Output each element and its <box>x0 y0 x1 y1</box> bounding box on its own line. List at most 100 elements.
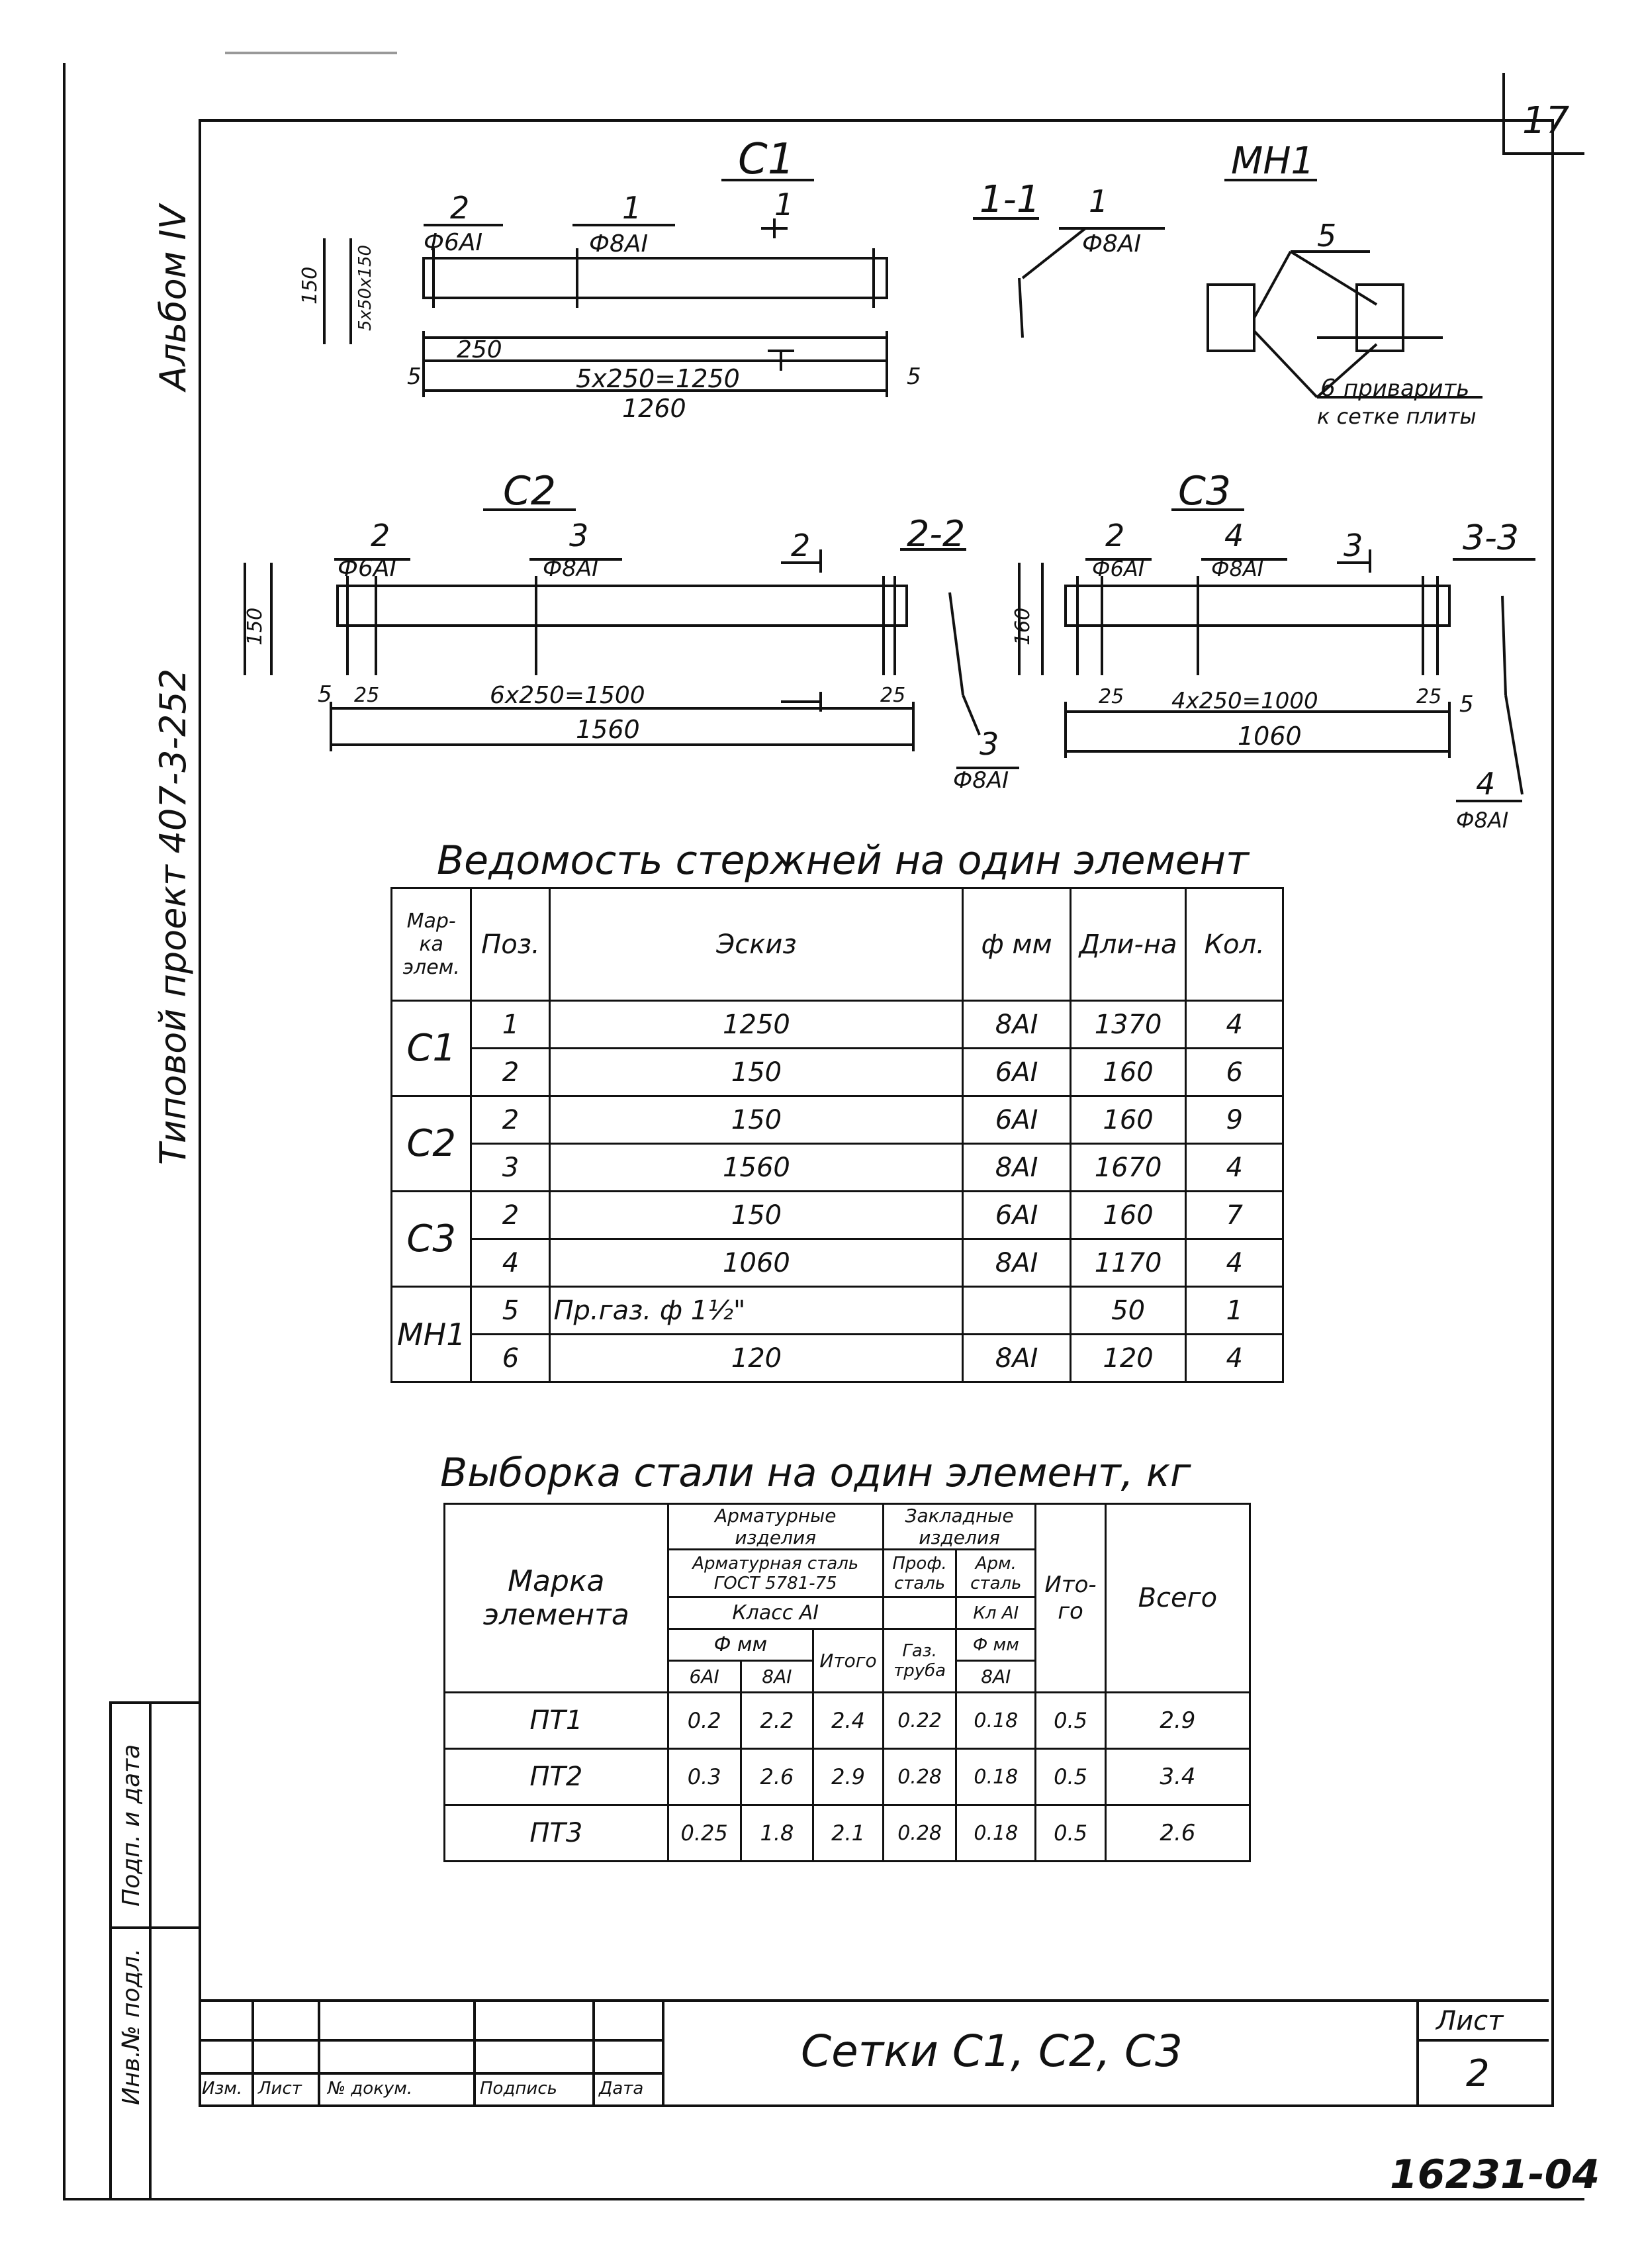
th2-6ai: 6АI <box>666 1660 742 1693</box>
c3-title: С3 <box>1178 468 1231 514</box>
cell-sketch: Пр.газ. ф 1½" <box>549 1286 964 1335</box>
cell-gas: 0.28 <box>882 1748 958 1806</box>
th2-prof: Проф. сталь <box>882 1548 958 1598</box>
side-stamp-col <box>149 1701 152 2198</box>
th-sketch: Эскиз <box>549 887 964 1002</box>
sec11-pos: 1 <box>1089 183 1108 219</box>
cell-qty: 7 <box>1185 1190 1284 1240</box>
tb-col4 <box>592 1999 595 2104</box>
cell-mark: С2 <box>390 1095 473 1192</box>
table-header-row: Мар-ка элем. Поз. Эскиз ф мм Дли-на Кол. <box>390 887 1284 1002</box>
mn1-note-1: приварить <box>1344 375 1469 402</box>
th2-total-b: Ито-го <box>1034 1503 1107 1693</box>
th-mark: Мар-ка элем. <box>390 887 473 1002</box>
c2-dim-25r: 25 <box>880 684 905 707</box>
cell-gas: 0.22 <box>882 1691 958 1750</box>
table-row: ПТ1 0.2 2.2 2.4 0.22 0.18 0.5 2.9 <box>443 1691 1252 1750</box>
cell-len: 1370 <box>1069 1000 1187 1049</box>
table-row: 4 1060 8АI 1170 4 <box>392 1238 1284 1288</box>
cell-len: 120 <box>1069 1333 1187 1383</box>
c3-dim-25l: 25 <box>1099 685 1124 708</box>
c1-dim-total: 1260 <box>622 394 686 423</box>
cell-dia: 6АI <box>962 1095 1072 1145</box>
table-row: С3 2 150 6АI 160 7 <box>390 1190 1284 1288</box>
cell-pos: 2 <box>470 1047 551 1097</box>
cell-sketch: 150 <box>549 1047 964 1097</box>
c2-title: С2 <box>503 468 556 514</box>
cell-qty: 4 <box>1185 1238 1284 1288</box>
cell-sketch: 120 <box>549 1333 964 1383</box>
side-stamp-div <box>109 1926 199 1929</box>
tb-sep2 <box>1416 1999 1419 2104</box>
c3-pos2: 2 <box>1105 518 1124 553</box>
tb-title: Сетки С1, С2, С3 <box>801 2026 1183 2077</box>
th2-dia2: Ф мм <box>955 1628 1037 1662</box>
th2-arm2: Арм. сталь <box>955 1548 1037 1598</box>
cell-mark: ПТ1 <box>443 1691 669 1750</box>
table-row: С2 2 150 6АI 160 9 <box>390 1095 1284 1192</box>
c3-dim-total: 1060 <box>1238 722 1302 751</box>
table-row: С1 1 1250 8АI 1370 4 <box>390 1000 1284 1097</box>
cell-dia: 6АI <box>962 1190 1072 1240</box>
mn1-pos5: 5 <box>1317 218 1336 254</box>
cell-dia: 8АI <box>962 1143 1072 1192</box>
cell-gas: 0.28 <box>882 1804 958 1862</box>
cell-sum2: 0.5 <box>1034 1804 1107 1862</box>
c1-pos1: 1 <box>622 190 641 226</box>
cell-sketch: 1560 <box>549 1143 964 1192</box>
cell-pos: 6 <box>470 1333 551 1383</box>
c1-pos2: 2 <box>450 190 469 226</box>
table2-title: Выборка стали на один элемент, кг <box>440 1450 1191 1496</box>
sec22-title: 2-2 <box>907 513 965 555</box>
sec33-dia: Ф8АI <box>1456 808 1508 833</box>
th-qty: Кол. <box>1185 887 1284 1002</box>
tb-col2 <box>318 1999 320 2104</box>
cell-ai8: 0.18 <box>955 1804 1037 1862</box>
mn1-pos6: 6 <box>1320 375 1336 402</box>
th2-dia: Ф мм <box>666 1628 815 1662</box>
c2-cut: 2 <box>791 528 810 563</box>
c2-pos3-dia: Ф8АI <box>543 555 598 582</box>
cell-qty: 9 <box>1185 1095 1284 1145</box>
cell-mark: ПТ3 <box>443 1804 669 1862</box>
cell-a8: 2.6 <box>739 1748 815 1806</box>
c2-dim-total: 1560 <box>576 715 640 744</box>
c2-pos3: 3 <box>569 518 588 553</box>
sheet-corner-number: 17 <box>1522 99 1570 142</box>
c3-pos2-dia: Ф6АI <box>1092 556 1144 581</box>
scan-mark <box>225 52 397 54</box>
cell-qty: 4 <box>1185 1000 1284 1049</box>
sec33-pos: 4 <box>1476 766 1495 802</box>
side-stamp <box>109 1701 201 2200</box>
rods-table: Мар-ка элем. Поз. Эскиз ф мм Дли-на Кол.… <box>390 887 1284 1383</box>
c3-cut: 3 <box>1344 528 1363 563</box>
cell-len: 1670 <box>1069 1143 1187 1192</box>
cell-a8: 1.8 <box>739 1804 815 1862</box>
doc-code: 16231-04 <box>1390 2151 1600 2198</box>
corner-box <box>1502 73 1584 155</box>
cell-len: 160 <box>1069 1095 1187 1145</box>
th2-arm-steel: Арматурная сталь ГОСТ 5781-75 <box>666 1548 884 1598</box>
cell-pos: 3 <box>470 1143 551 1192</box>
mn1-title: МН1 <box>1231 140 1314 183</box>
c1-cut: 1 <box>774 187 794 222</box>
sec22-pos: 3 <box>980 726 999 762</box>
cell-ai8: 0.18 <box>955 1691 1037 1750</box>
th2-8ai2: 8АI <box>955 1660 1037 1693</box>
title-block <box>199 1999 1549 2107</box>
cell-len: 1170 <box>1069 1238 1187 1288</box>
cell-sum1: 2.9 <box>812 1748 884 1806</box>
cell-pos: 1 <box>470 1000 551 1049</box>
cell-len: 50 <box>1069 1286 1187 1335</box>
tb-col-izm: Изм. <box>202 2079 243 2099</box>
sec33-title: 3-3 <box>1463 518 1519 558</box>
cell-sketch: 1060 <box>549 1238 964 1288</box>
tb-col3 <box>473 1999 476 2104</box>
table-row: 6 120 8АI 120 4 <box>392 1333 1284 1383</box>
cell-a6: 0.2 <box>666 1691 742 1750</box>
th-pos: Поз. <box>470 887 551 1002</box>
tb-col-date: Дата <box>599 2079 644 2099</box>
cell-sum2: 0.5 <box>1034 1748 1107 1806</box>
th2-gas: Газ. труба <box>882 1628 958 1693</box>
c2-dim-chain: 6х250=1500 <box>490 682 645 709</box>
